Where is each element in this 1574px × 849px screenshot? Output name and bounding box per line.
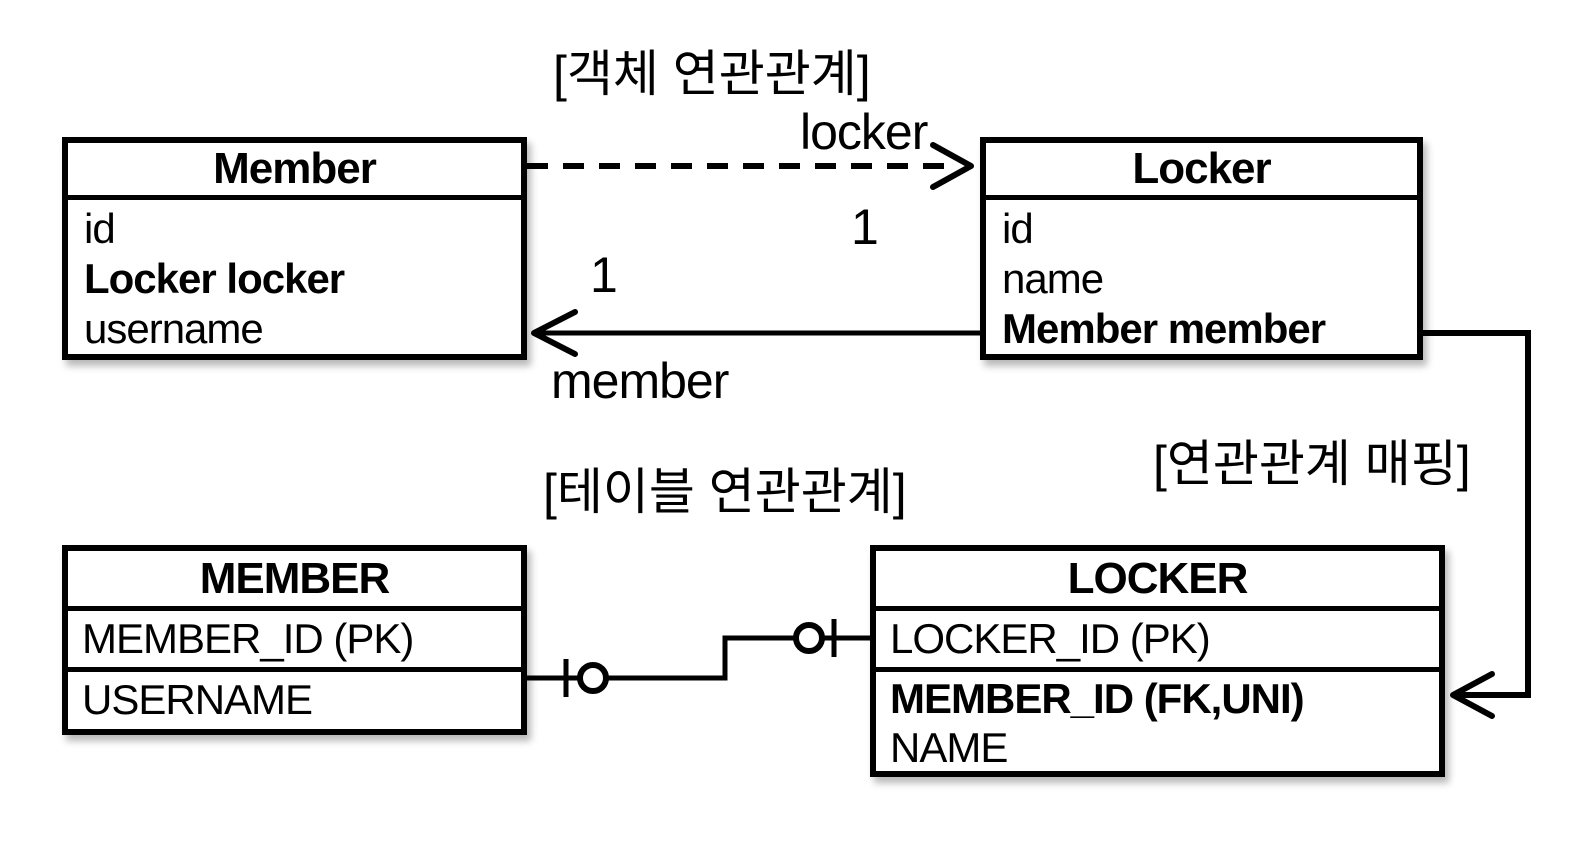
member-table-box: MEMBER MEMBER_ID (PK) USERNAME [62,545,527,735]
locker-table-title: LOCKER [876,551,1439,611]
locker-class-title: Locker [986,143,1417,200]
dashed-locker-arrow [527,142,974,190]
column-member-id-pk: MEMBER_ID (PK) [68,611,521,672]
field-id: id [84,205,116,252]
member-cardinality-label: 1 [590,247,618,303]
member-class-title: Member [68,143,521,200]
member-table-title: MEMBER [68,551,521,611]
cardinality-circle-member [577,662,609,694]
locker-class-box: Locker id name Member member [980,137,1423,360]
member-class-fields: id Locker locker username [68,200,521,354]
member-reference-label: member [551,353,729,409]
solid-member-arrow [531,309,980,357]
locker-class-fields: id name Member member [986,200,1417,354]
locker-cardinality-label: 1 [851,199,879,255]
erd-one-to-one-connector [527,619,870,697]
object-association-title: [객체 연관관계] [553,46,871,102]
column-locker-id-pk: LOCKER_ID (PK) [876,611,1439,672]
member-class-box: Member id Locker locker username [62,137,527,360]
mapping-arrow [1423,330,1531,719]
table-association-title: [테이블 연관관계] [543,464,907,520]
field-locker-locker: Locker locker [84,255,345,302]
association-mapping-title: [연관관계 매핑] [1153,436,1471,492]
locker-table-columns: MEMBER_ID (FK,UNI) NAME [876,672,1439,772]
locker-table-box: LOCKER LOCKER_ID (PK) MEMBER_ID (FK,UNI)… [870,545,1445,777]
column-username: USERNAME [82,676,313,723]
field-username: username [84,305,264,352]
locker-reference-label: locker [800,104,928,160]
cardinality-circle-locker [793,622,825,654]
column-member-id-fk-uni: MEMBER_ID (FK,UNI) [890,675,1305,722]
column-name: NAME [890,724,1008,771]
field-member-member: Member member [1002,305,1326,352]
field-name: name [1002,255,1104,302]
field-id: id [1002,205,1034,252]
